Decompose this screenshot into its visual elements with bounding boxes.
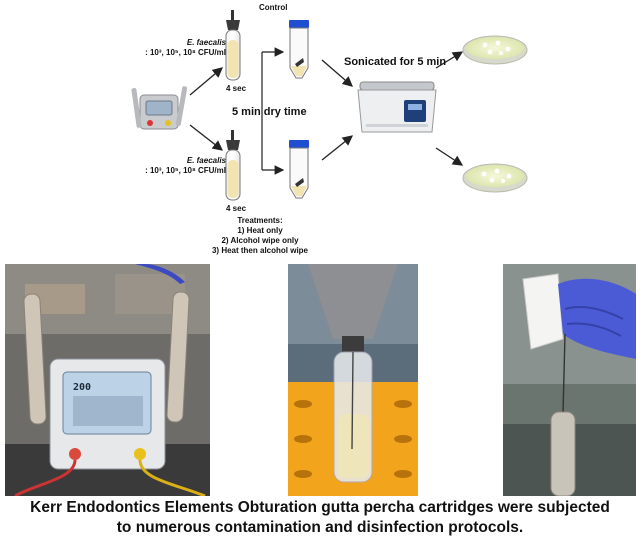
bottom-conical-tube-icon xyxy=(289,140,309,198)
caption-line-2: to numerous contamination and disinfecti… xyxy=(0,518,640,538)
sonicator-icon xyxy=(358,82,436,132)
figure-caption: Kerr Endodontics Elements Obturation gut… xyxy=(0,498,640,538)
bottom-dose-label: : 10³, 10⁵, 10⁸ CFU/ml xyxy=(132,166,226,176)
device-photo: 200 xyxy=(5,264,210,496)
top-culture-tube-icon xyxy=(226,10,240,80)
bottom-time-label: 4 sec xyxy=(226,204,246,214)
wipe-photo xyxy=(503,264,636,496)
arrow-to-bottom-plate xyxy=(436,148,462,165)
top-agar-plate-icon xyxy=(463,36,527,64)
top-dose-label: : 10³, 10⁵, 10⁸ CFU/ml xyxy=(132,48,226,58)
experiment-diagram: Control E. faecalis : 10³, 10⁵, 10⁸ CFU/… xyxy=(0,0,640,250)
control-label: Control xyxy=(259,3,287,13)
treatments-block: Treatments: 1) Heat only 2) Alcohol wipe… xyxy=(205,216,315,256)
dry-time-label: 5 min dry time xyxy=(232,106,307,118)
tube-photo xyxy=(288,264,418,496)
treatment-item: 2) Alcohol wipe only xyxy=(205,236,315,246)
wipe-photo-graphics xyxy=(503,264,636,496)
treatments-heading: Treatments: xyxy=(205,216,315,226)
device-screen-value: 200 xyxy=(73,382,91,393)
diagram-graphics xyxy=(0,0,640,250)
caption-line-1: Kerr Endodontics Elements Obturation gut… xyxy=(0,498,640,518)
tube-photo-graphics xyxy=(288,264,418,496)
cartridge-handpiece xyxy=(551,412,575,496)
treatment-item: 3) Heat then alcohol wipe xyxy=(205,246,315,256)
arrow-bottom-to-sonicator xyxy=(322,136,352,160)
bottom-culture-tube-icon xyxy=(226,130,240,200)
device-photo-graphics: 200 xyxy=(5,264,210,496)
top-conical-tube-icon xyxy=(289,20,309,78)
top-time-label: 4 sec xyxy=(226,84,246,94)
bottom-organism-label: E. faecalis xyxy=(148,156,226,166)
arrow-device-to-top-tube xyxy=(190,68,222,95)
obturation-device-icon xyxy=(131,86,187,129)
treatment-item: 1) Heat only xyxy=(205,226,315,236)
bottom-agar-plate-icon xyxy=(463,164,527,192)
sonication-label: Sonicated for 5 min xyxy=(344,56,446,68)
top-organism-label: E. faecalis xyxy=(148,38,226,48)
arrow-device-to-bottom-tube xyxy=(190,125,222,150)
